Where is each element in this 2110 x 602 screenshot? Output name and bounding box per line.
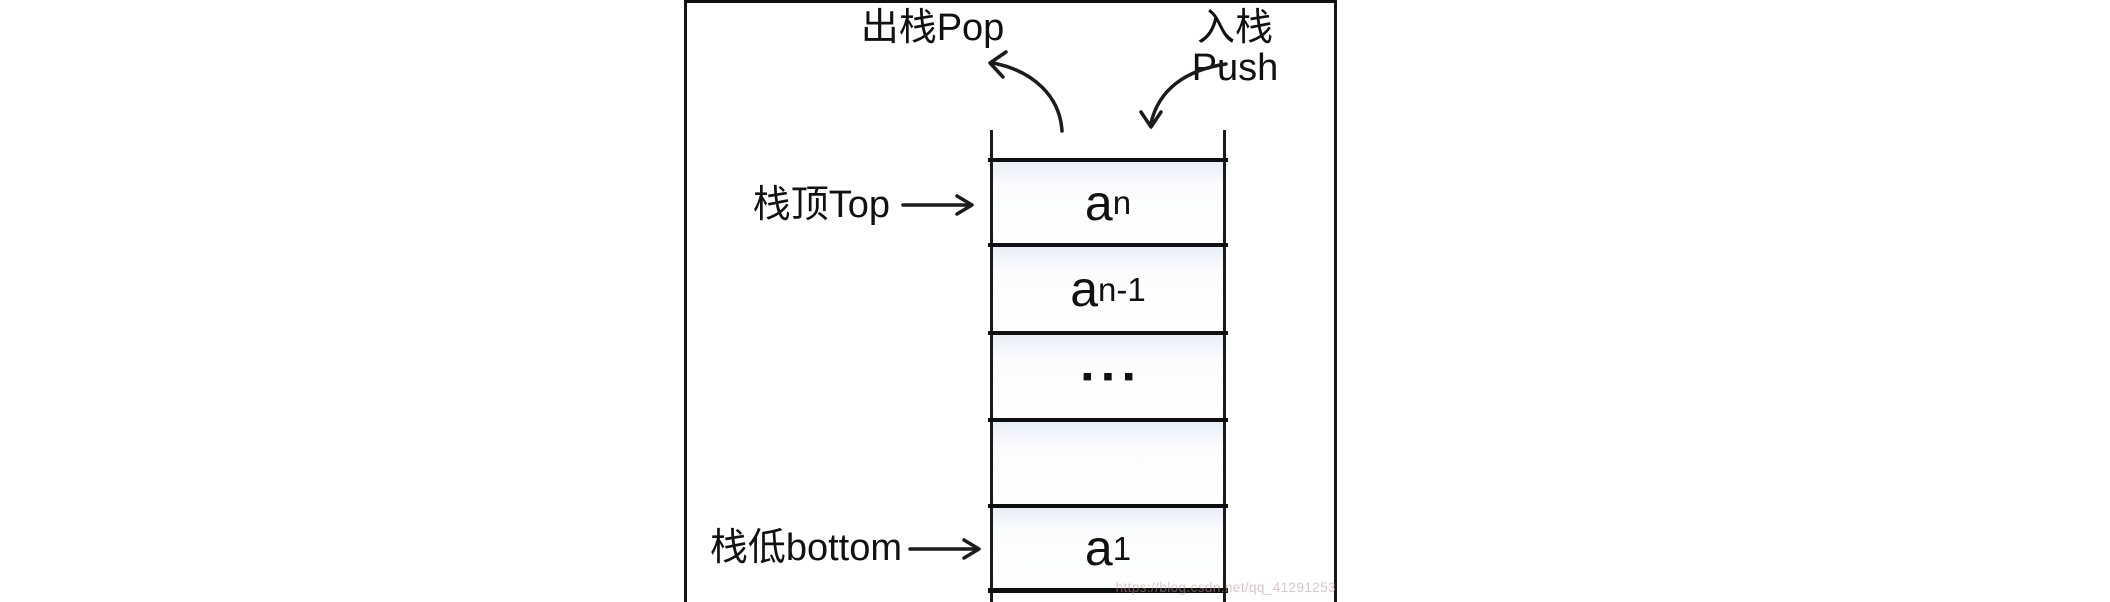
stack-cell-empty <box>993 422 1223 504</box>
outer-box-top-border <box>684 0 1337 3</box>
bottom-pointer-arrow <box>908 538 981 560</box>
cell-divider <box>988 331 1228 335</box>
stack-left-wall <box>990 130 993 602</box>
cell-divider <box>988 158 1228 162</box>
cell-value: a <box>1084 520 1113 576</box>
watermark-text: https://blog.csdn.net/qq_41291253 <box>1115 580 1336 595</box>
cell-subscript: n <box>1112 184 1132 221</box>
cell-subscript: n-1 <box>1098 270 1146 308</box>
outer-box-left-border <box>684 0 687 602</box>
stack-right-wall <box>1223 130 1226 602</box>
cell-divider <box>988 243 1228 247</box>
stack-cell-ellipsis: ▪▪▪ <box>993 335 1223 418</box>
cell-subscript: 1 <box>1112 529 1132 567</box>
pop-arrow <box>988 50 1064 133</box>
ellipsis-dots: ▪▪▪ <box>1082 359 1144 393</box>
pop-label: 出栈Pop <box>860 7 1005 49</box>
stack-top-label: 栈顶Top <box>752 184 890 226</box>
cell-value: a <box>1084 174 1113 231</box>
cell-divider <box>988 418 1228 422</box>
cell-value: a <box>1070 261 1099 317</box>
top-pointer-arrow <box>901 194 974 216</box>
outer-box-right-border <box>1334 0 1337 602</box>
stack-bottom-label: 栈低bottom <box>709 527 902 569</box>
stack-bottom-line <box>988 588 1228 593</box>
push-label: 入栈Push <box>1191 7 1279 89</box>
cell-divider <box>988 504 1228 508</box>
